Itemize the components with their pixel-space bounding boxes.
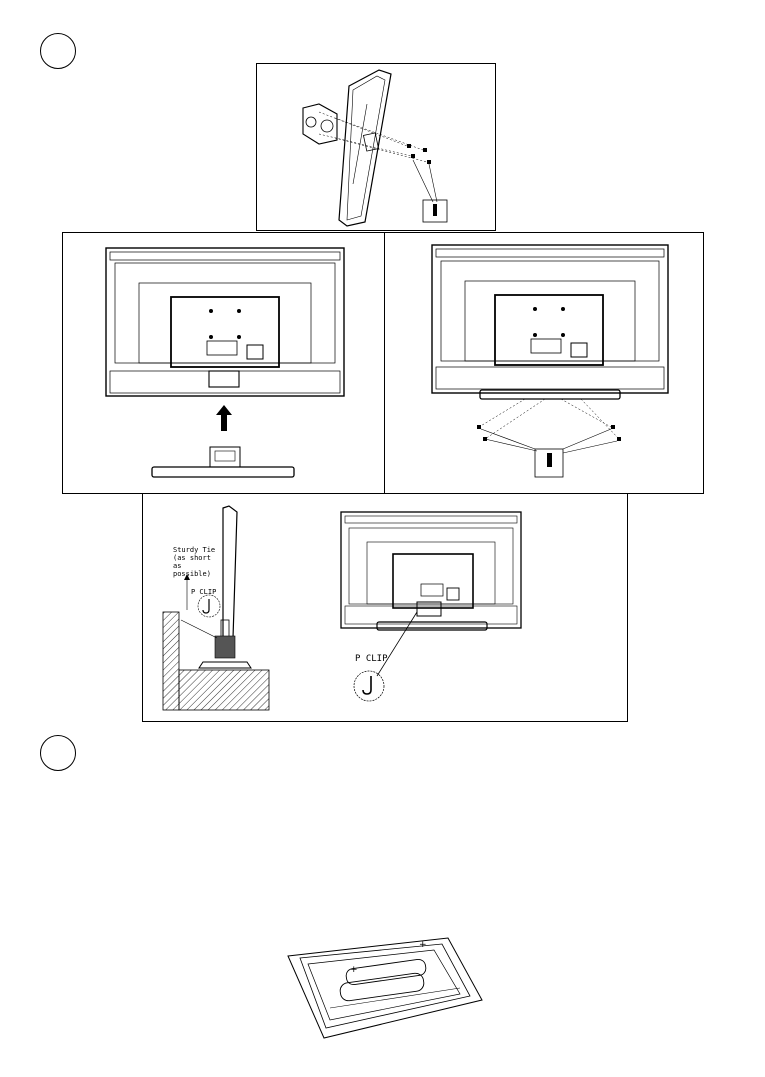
tie-note-line-2: (as short <box>173 554 215 562</box>
bracket-panel <box>256 63 496 231</box>
back-p-clip-label: P CLIP <box>355 654 388 664</box>
tie-note-line-4: possible) <box>173 570 215 578</box>
tv-back-stand-attach-illustration <box>63 233 384 493</box>
tv-back-clip-illustration <box>337 508 527 708</box>
side-view-illustration <box>151 498 291 716</box>
stand-screws-panel <box>384 232 704 494</box>
tv-back-stand-screws-illustration <box>385 233 703 493</box>
wall-bracket-illustration <box>257 64 495 230</box>
side-p-clip-label: P CLIP <box>191 588 216 596</box>
step-marker-1 <box>40 33 76 69</box>
tie-note: Sturdy Tie (as short as possible) <box>173 546 215 578</box>
battery-insertion-illustration <box>284 934 488 1044</box>
step-marker-2 <box>40 735 76 771</box>
tie-note-line-1: Sturdy Tie <box>173 546 215 554</box>
battery-plus-top: + <box>419 940 427 950</box>
battery-plus-bottom: + <box>350 965 358 975</box>
tie-note-line-3: as <box>173 562 215 570</box>
cable-tie-panel: Sturdy Tie (as short as possible) P CLIP… <box>142 493 628 722</box>
stand-attach-panel <box>62 232 385 494</box>
